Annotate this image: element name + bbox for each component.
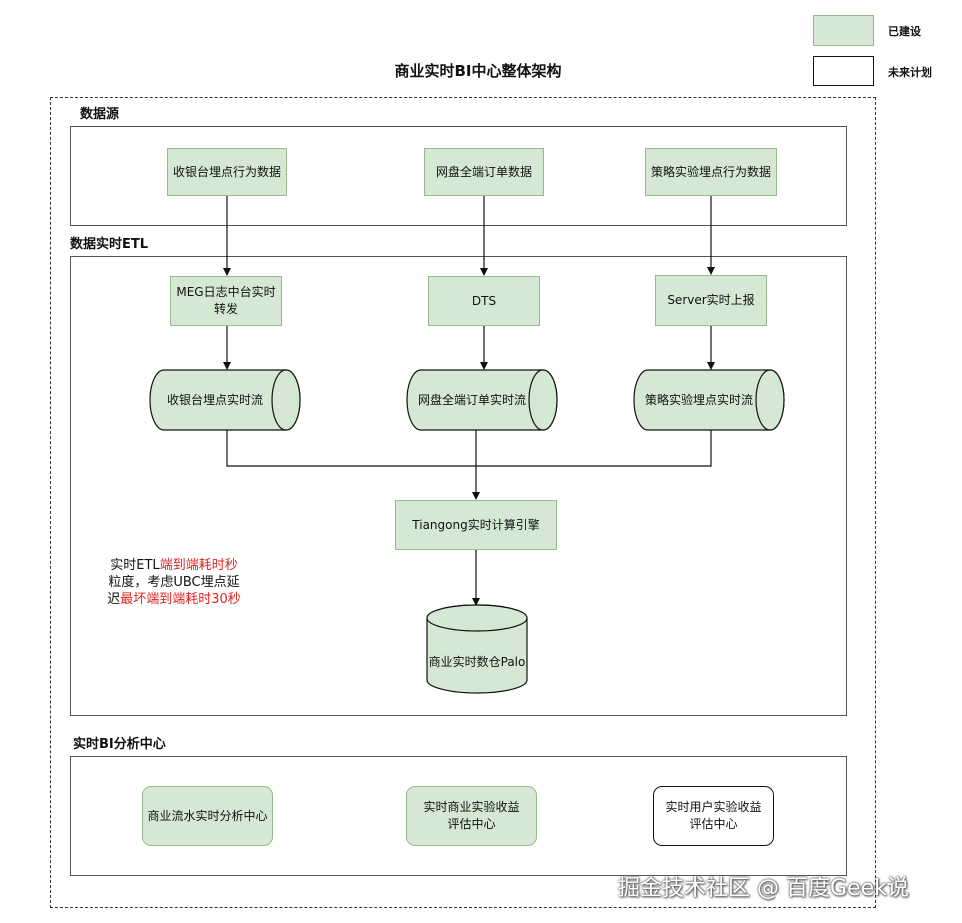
- diagram-title: 商业实时BI中心整体架构: [394, 62, 562, 80]
- source-netdisk-box: 网盘全端订单数据: [424, 148, 544, 196]
- latency-note-line2: 粒度，考虑UBC埋点延: [108, 575, 240, 590]
- transport-dts-box: DTS: [428, 276, 540, 326]
- outer-container: [50, 97, 876, 908]
- latency-note-part4: 迟: [107, 592, 121, 607]
- legend-built-swatch: [813, 15, 874, 46]
- tiangong-engine-box: Tiangong实时计算引擎: [395, 500, 557, 550]
- latency-note-line3: 迟最坏端到端耗时30秒: [94, 591, 254, 608]
- stream-label-netdisk: 网盘全端订单实时流: [417, 392, 526, 407]
- latency-note-part5: 最坏端到端耗时30秒: [120, 592, 241, 607]
- latency-note-part1: 实时ETL: [110, 558, 160, 573]
- latency-note-part2: 端到端耗时秒: [159, 558, 238, 573]
- bi-center-revenue-box: 实时商业实验收益评估中心: [406, 786, 537, 846]
- legend-planned-label: 未来计划: [888, 66, 932, 79]
- latency-note-line1: 实时ETL端到端耗时秒: [94, 557, 254, 574]
- latency-note: 实时ETL端到端耗时秒 粒度，考虑UBC埋点延 迟最坏端到端耗时30秒: [94, 557, 254, 608]
- source-cashier-box: 收银台埋点行为数据: [167, 148, 287, 196]
- section-label-datasource: 数据源: [80, 107, 120, 122]
- legend-built-label: 已建设: [888, 25, 921, 38]
- stream-label-cashier: 收银台埋点实时流: [166, 392, 263, 407]
- legend-planned-swatch: [813, 56, 874, 86]
- transport-server-box: Server实时上报: [655, 275, 767, 326]
- warehouse-label: 商业实时数仓Palo: [428, 654, 526, 669]
- watermark: 掘金技术社区 @ 百度Geek说: [618, 876, 909, 901]
- section-label-etl: 数据实时ETL: [70, 237, 149, 252]
- transport-meg-box: MEG日志中台实时转发: [170, 276, 282, 326]
- bi-center-user-box: 实时用户实验收益评估中心: [653, 786, 774, 846]
- section-label-bi: 实时BI分析中心: [73, 737, 166, 752]
- stream-label-strategy: 策略实验埋点实时流: [644, 392, 753, 407]
- source-strategy-box: 策略实验埋点行为数据: [645, 148, 777, 196]
- bi-center-flow-box: 商业流水实时分析中心: [142, 786, 273, 846]
